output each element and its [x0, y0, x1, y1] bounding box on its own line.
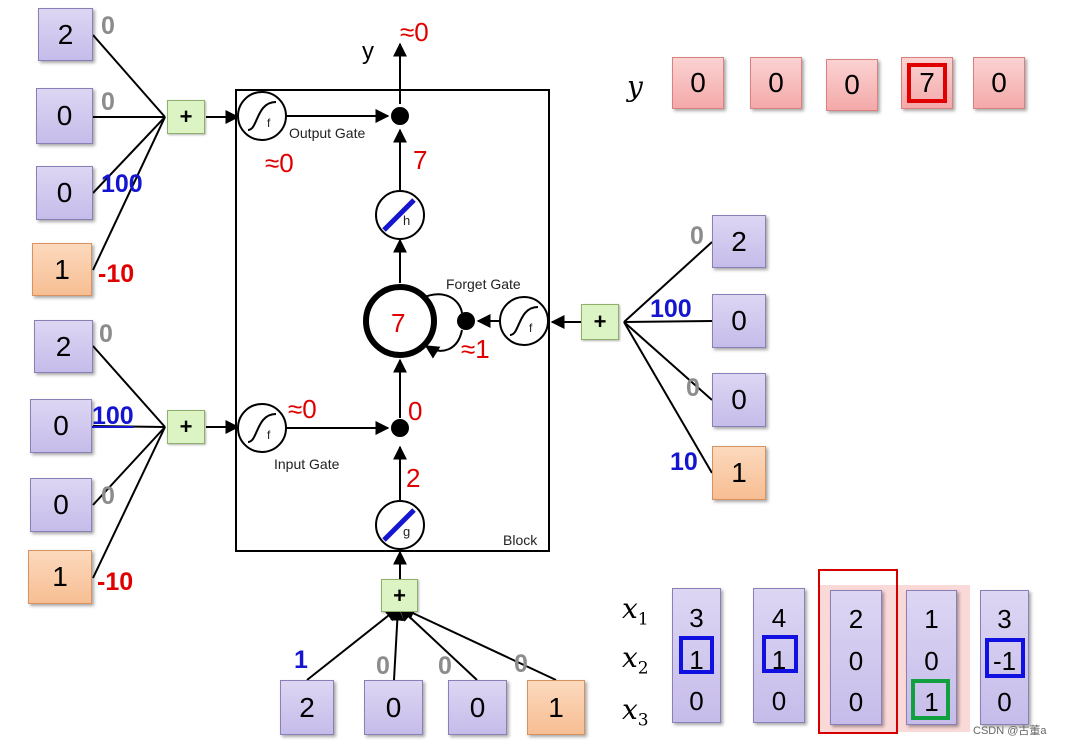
output-gate-weight: 0 [101, 12, 115, 40]
output-sequence-label: y [627, 70, 643, 103]
input-gate-input-box: 2 [34, 320, 93, 373]
forget-gate-weight: 10 [670, 448, 698, 476]
cell-input-box: 2 [280, 680, 334, 735]
input-value: 1 [924, 604, 939, 634]
forget-gate-sum: + [581, 304, 619, 340]
x2-highlight-frame [762, 635, 798, 673]
memory-block-frame [235, 89, 550, 552]
output-gate-label: Output Gate [289, 125, 366, 141]
output-sequence-box: 0 [750, 57, 802, 109]
output-sequence-box: 0 [826, 59, 878, 111]
input-value: 0 [848, 687, 864, 717]
input-value: 0 [848, 646, 864, 676]
forget-gate-input-box: 0 [712, 373, 766, 427]
input-value: 1 [924, 687, 939, 717]
output-gate-value: ≈0 [265, 148, 294, 178]
output-gate-weight: 0 [101, 88, 115, 116]
cell-input-weight: 0 [438, 652, 452, 680]
output-sequence-box: 0 [973, 57, 1025, 109]
x3-row-label: x3 [622, 693, 649, 731]
input-gate-value: ≈0 [288, 394, 317, 424]
x2-highlight-frame [985, 638, 1025, 678]
x3-highlight-frame [911, 679, 950, 720]
output-gate-bias-box: 1 [32, 243, 92, 296]
after-input-gate-value: 0 [408, 396, 423, 426]
forget-gate-bias-box: 1 [712, 446, 766, 500]
cell-input-sum: + [381, 579, 418, 612]
forget-gate-sigmoid-icon: f [529, 321, 533, 335]
h-output-value: 7 [413, 145, 428, 175]
input-value: 0 [997, 687, 1012, 717]
forget-gate-value: ≈1 [461, 334, 490, 364]
input-value: 2 [848, 604, 864, 634]
input-gate-weight: 0 [99, 320, 113, 348]
input-value: 1 [771, 645, 787, 675]
output-gate-weight: -10 [98, 260, 135, 288]
input-value: -1 [992, 646, 1017, 676]
cell-input-weight: 1 [294, 646, 308, 674]
input-gate-input-box: 0 [30, 478, 92, 532]
output-gate-sigmoid-icon: f [267, 116, 271, 130]
output-gate-sigmoid-ring [237, 91, 287, 141]
memory-cell-ring [363, 284, 437, 358]
input-value: 1 [689, 645, 704, 675]
x2-highlight-frame [679, 636, 714, 674]
output-sequence-box: 0 [672, 57, 724, 109]
x2-row-label: x2 [622, 641, 649, 679]
cell-input-weight: 0 [514, 650, 528, 678]
h-activation-icon: h [403, 213, 411, 228]
cell-input-box: 0 [448, 680, 507, 735]
memory-cell-value: 7 [391, 308, 406, 338]
output-gate-input-box: 2 [38, 8, 93, 61]
input-gate-sigmoid-ring [237, 403, 287, 453]
output-gate-weight: 100 [101, 170, 143, 198]
g-output-value: 2 [406, 463, 421, 493]
forget-gate-input-box: 2 [712, 215, 766, 268]
input-gate-weight: -10 [97, 568, 134, 596]
input-value: 0 [689, 686, 704, 716]
cell-input-box: 0 [364, 680, 423, 735]
forget-gate-weight: 0 [686, 374, 700, 402]
input-gate-sigmoid-icon: f [267, 428, 271, 442]
cell-input-bias-box: 1 [527, 680, 585, 735]
forget-gate-label: Forget Gate [446, 276, 521, 292]
input-value: 4 [771, 603, 787, 633]
input-value: 3 [997, 604, 1012, 634]
forget-gate-input-box: 0 [712, 294, 766, 348]
forget-gate-weight: 0 [690, 222, 704, 250]
block-label: Block [503, 532, 538, 548]
input-sequence-column: 4 1 0 [753, 588, 805, 723]
g-activation-icon: g [403, 524, 411, 539]
forget-gate-weight: 100 [650, 295, 692, 323]
input-value: 0 [771, 686, 787, 716]
block-output-label: y [362, 38, 374, 65]
cell-input-weight: 0 [376, 652, 390, 680]
input-gate-label: Input Gate [274, 456, 340, 472]
input-gate-bias-box: 1 [28, 550, 92, 604]
output-gate-input-box: 0 [36, 88, 93, 144]
output-highlight-frame [907, 63, 947, 103]
current-step-frame [818, 569, 898, 734]
output-gate-input-box: 0 [36, 166, 93, 220]
input-gate-input-box: 0 [30, 399, 92, 453]
input-value: 0 [924, 646, 939, 676]
output-gate-sum: + [167, 100, 205, 134]
x1-row-label: x1 [622, 592, 649, 630]
watermark: CSDN @古董a [973, 725, 1047, 737]
forget-gate-sigmoid-ring [499, 296, 549, 346]
input-sequence-column-current: 2 0 0 [830, 590, 882, 725]
input-gate-weight: 0 [101, 482, 115, 510]
input-gate-weight: 100 [92, 402, 134, 430]
input-value: 3 [689, 603, 704, 633]
input-gate-sum: + [167, 410, 205, 444]
block-output-value: ≈0 [400, 17, 429, 47]
